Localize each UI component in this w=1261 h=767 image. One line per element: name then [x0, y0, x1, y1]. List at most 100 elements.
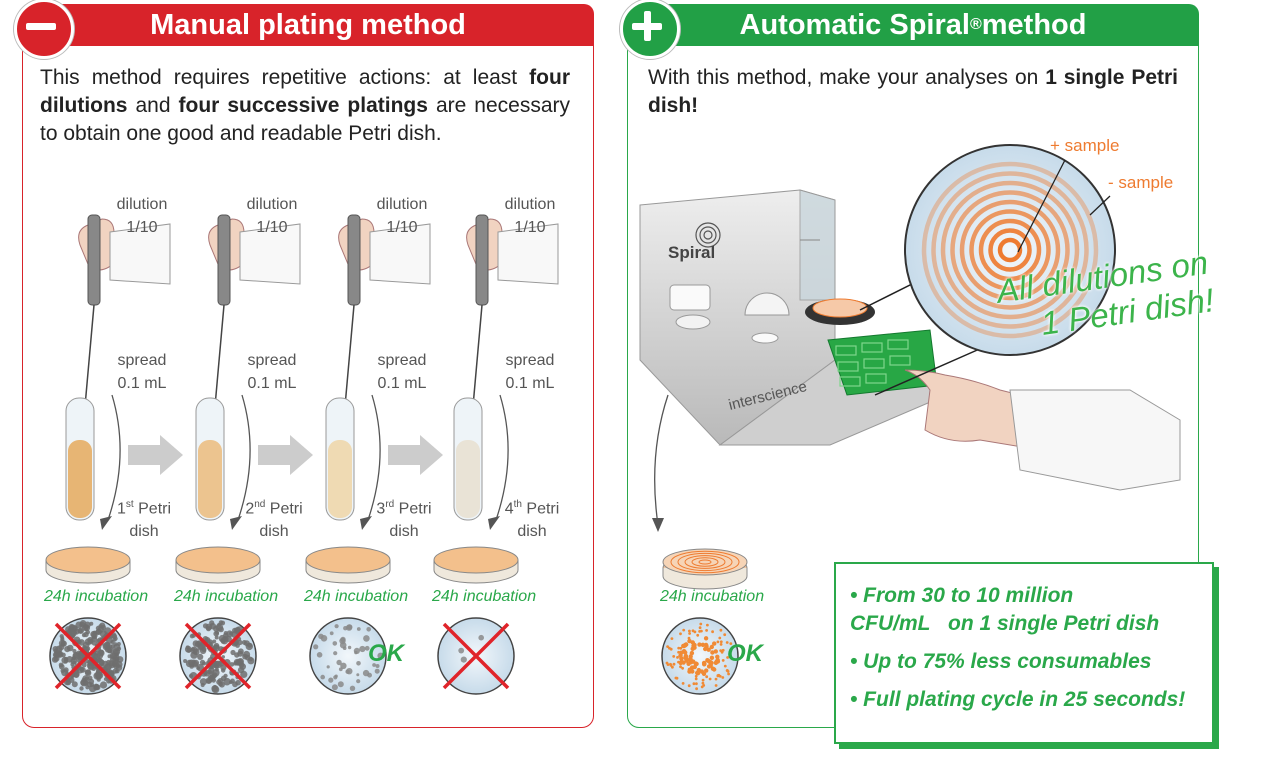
colony [715, 654, 720, 659]
colony [684, 642, 689, 647]
colony [695, 682, 698, 686]
colony [212, 639, 217, 644]
colony [230, 678, 235, 684]
reject-cross [184, 622, 252, 690]
colony [200, 682, 205, 688]
next-step-arrow [128, 435, 183, 475]
colony [79, 620, 87, 627]
colony [104, 663, 112, 671]
colony [677, 650, 680, 654]
colony [701, 660, 707, 666]
colony [377, 652, 384, 659]
spread-arrow [495, 394, 509, 521]
petri-dish [305, 546, 391, 574]
spiral-ring [931, 171, 1089, 329]
colony [58, 662, 64, 668]
colony [665, 661, 669, 665]
colony [364, 645, 370, 651]
colony [96, 677, 101, 682]
colony [197, 653, 204, 661]
dilution-ratio: 1/10 [256, 219, 288, 236]
colony [353, 647, 360, 655]
colony [218, 620, 224, 625]
dilution-label: dilution [376, 196, 428, 213]
colony [111, 652, 118, 659]
spiral-dish-zoom [859, 144, 1116, 396]
colony [329, 631, 334, 636]
colony [692, 664, 697, 670]
spread-label: spread [117, 352, 167, 369]
colony [689, 668, 694, 673]
colony [313, 644, 319, 650]
dish-number: 4 [504, 500, 514, 518]
incubation-label: 24h incubation [304, 588, 409, 605]
colony [60, 668, 65, 674]
colony [320, 635, 328, 642]
spiral-ok-label: OK [727, 640, 763, 667]
colony [723, 664, 727, 668]
dilution-label: dilution [504, 196, 556, 213]
colony [682, 628, 686, 632]
colony [97, 649, 105, 657]
feature-item: • Up to 75% less consumables [850, 650, 1152, 673]
colony [669, 664, 673, 667]
colony [458, 647, 465, 654]
colony [681, 666, 684, 670]
colony [677, 660, 680, 664]
colony [316, 652, 323, 658]
colony [80, 667, 86, 673]
dish-word-2: dish [259, 523, 289, 541]
colony [59, 634, 64, 639]
dish-word-2: dish [517, 523, 547, 541]
colony [712, 641, 717, 646]
colony [82, 645, 87, 650]
colony [363, 635, 370, 642]
colony [675, 676, 679, 680]
colony [81, 662, 87, 668]
colony [214, 660, 222, 669]
spiral-incubation-label: 24h incubation [660, 588, 765, 605]
colony [235, 679, 241, 686]
intro-segment: four successive platings [178, 94, 428, 117]
colony [705, 675, 709, 679]
colony [356, 679, 361, 684]
colony [85, 669, 91, 675]
intro-segment: and [127, 94, 179, 117]
colony [713, 649, 718, 654]
colony [688, 654, 693, 659]
colony [188, 673, 194, 679]
colony [704, 668, 709, 673]
colony [698, 626, 702, 630]
colony [64, 646, 71, 653]
colony [703, 636, 709, 641]
colony [214, 635, 219, 640]
sleeve [369, 223, 431, 285]
colony [683, 650, 688, 655]
spread-volume: 0.1 mL [377, 375, 427, 392]
spiral-small-dish [662, 548, 748, 590]
pipette [347, 214, 361, 306]
incubation-label: 24h incubation [432, 588, 537, 605]
small-spiral-ring [670, 550, 740, 574]
colony [196, 666, 201, 670]
colony [672, 662, 676, 666]
colony [87, 675, 93, 681]
intro-segment: four dilutions [40, 66, 570, 117]
colony [710, 666, 716, 671]
colony [715, 657, 720, 663]
colony [108, 644, 113, 649]
colony [710, 650, 715, 655]
dish-number: 3 [376, 500, 386, 518]
colony [721, 659, 725, 662]
colony [68, 623, 75, 630]
ok-label: OK [368, 640, 404, 667]
small-spiral-ring [691, 557, 719, 567]
sleeve [109, 223, 171, 285]
colony [332, 641, 338, 646]
colony [85, 685, 90, 690]
dish-word-2: dish [129, 523, 159, 541]
minus-icon [14, 0, 74, 59]
colony [58, 644, 65, 651]
